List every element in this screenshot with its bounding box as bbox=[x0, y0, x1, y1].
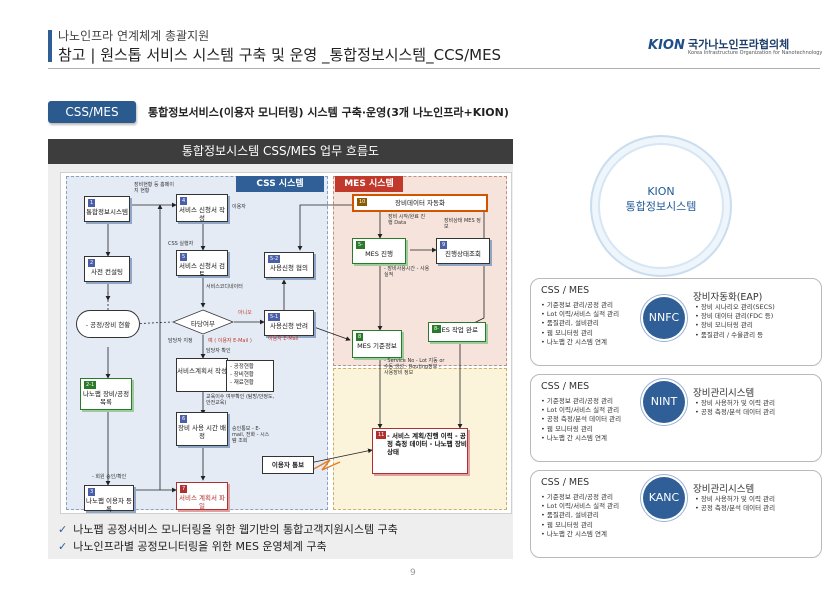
kion-circle bbox=[598, 143, 724, 269]
page-number: 9 bbox=[410, 568, 416, 578]
css-system-label: CSS 시스템 bbox=[236, 176, 324, 192]
kion-logo: KION 국가나노인프라협의체 Korea Infrastructure Org… bbox=[648, 36, 822, 62]
card-kanc: CSS / MES 기준정보 관리/공정 관리 Lot 이력/서비스 실적 관리… bbox=[530, 470, 822, 558]
annotation-homepage-status: 장비현황 등 홈페이지 현황 bbox=[134, 182, 174, 194]
bullet-item: ✓나노팹 공정서비스 모니터링을 위한 웹기반의 통합고객지원시스템 구축 bbox=[58, 523, 398, 536]
annotation-education: 교육이수 여부확인 (탐방/안정도,안전교육) bbox=[206, 394, 275, 406]
annotation-approval: 승인통보 - E-mail, 전화 - 시스템 조회 bbox=[232, 426, 270, 444]
badge-nint: NINT bbox=[643, 381, 685, 423]
flow-node-mes-progress: 5-MES 진행 bbox=[352, 238, 406, 264]
logo-mark: KION bbox=[648, 38, 685, 53]
annotation-yes-email: 예 ( 이용자 E-Mail ) bbox=[208, 338, 252, 344]
bullet-item: ✓나노인프라별 공정모니터링을 위한 MES 운영체계 구축 bbox=[58, 540, 327, 553]
flow-panel-title: 통합정보시스템 CSS/MES 업무 흐름도 bbox=[48, 139, 513, 164]
header-subtitle: 나노인프라 연계체계 총괄지원 bbox=[58, 29, 210, 43]
section-description: 통합정보서비스(이용자 모니터링) 시스템 구축·운영(3개 나노인프라+KIO… bbox=[148, 106, 509, 119]
annotation-equipment-status: 장비상태 MES 정보 bbox=[444, 218, 481, 230]
annotation-user: 이용자 bbox=[232, 204, 246, 210]
service-plan-write: 서비스계획서 작성 bbox=[176, 358, 228, 392]
card-nnfc: CSS / MES 기준정보 관리/공정 관리 Lot 이력/서비스 실적 관리… bbox=[530, 278, 822, 366]
annotation-usage-time: - 장비사용시간 - 사용실적 bbox=[384, 266, 430, 278]
check-icon: ✓ bbox=[58, 523, 68, 536]
header-accent-bar bbox=[48, 30, 52, 62]
annotation-confirm: 담당자 확인 bbox=[206, 348, 231, 354]
mes-system-label: MES 시스템 bbox=[335, 176, 403, 192]
flow-node-11: 11- 서비스 계획/진행 이력 - 공정 측정 데이터 - 나노팹 장비 상태 bbox=[372, 428, 468, 474]
header-divider bbox=[48, 68, 820, 69]
decision-diamond: 타당여부 bbox=[172, 309, 234, 335]
resource-notes: - 공정현황 - 장비현황 - 재료현황 bbox=[226, 360, 274, 392]
check-icon: ✓ bbox=[58, 540, 68, 553]
annotation-css-runner: CSS 실행자 bbox=[168, 241, 194, 247]
badge-kanc: KANC bbox=[643, 477, 685, 519]
flow-node-mes-complete: 8-MES 작업 완료 bbox=[428, 322, 486, 342]
annotation-no: 아니오 bbox=[238, 310, 252, 316]
css-system-area bbox=[66, 176, 328, 510]
annotation-user-email: 이용자 E-Mail bbox=[268, 336, 299, 342]
section-tag: CSS/MES bbox=[48, 101, 136, 123]
user-notice-box: 이용자 통보 bbox=[262, 456, 314, 474]
annotation-service-no: - Service No - Lot 지동 or 수동 생성 - Routing… bbox=[384, 358, 445, 376]
logo-name: 국가나노인프라협의체 bbox=[688, 38, 790, 51]
badge-nnfc: NNFC bbox=[643, 297, 685, 339]
kion-label: KION 통합정보시스템 bbox=[625, 185, 697, 213]
card-nint: CSS / MES 기준정보 관리/공정 관리 Lot 이력/서비스 실적 관리… bbox=[530, 374, 822, 462]
annotation-equipment-data: 장비 시작/완료 진행 Data bbox=[388, 214, 426, 226]
annotation-coordinator: 서비스코디네이터 bbox=[206, 284, 243, 290]
annotation-assign: 담당자 지정 bbox=[168, 338, 193, 344]
page-title: 참고 | 원스톱 서비스 시스템 구축 및 운영 _통합정보시스템_CCS/ME… bbox=[58, 46, 502, 64]
annotation-member: - 회원 승인/확인 bbox=[92, 474, 127, 480]
process-equipment-list: - 공정/장비 현황 bbox=[76, 310, 140, 338]
logo-english: Korea Infrastructure Organization for Na… bbox=[688, 50, 823, 56]
